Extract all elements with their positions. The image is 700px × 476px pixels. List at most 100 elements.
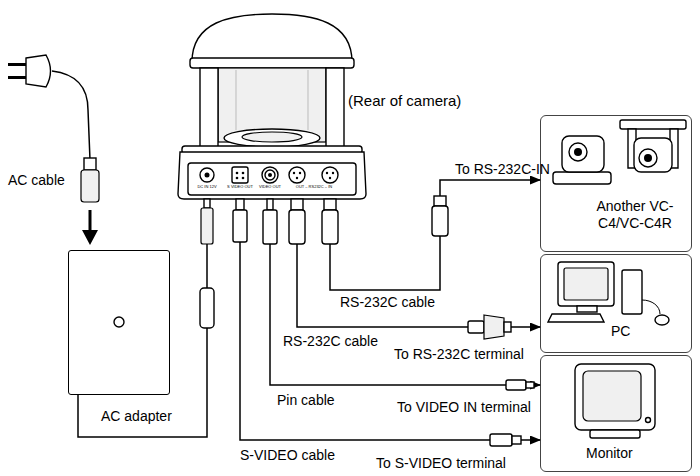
node-label: Monitor <box>586 445 676 462</box>
ac-adapter-box: AC adapter <box>68 250 170 395</box>
camera-base <box>553 172 611 184</box>
camera-lens <box>644 154 652 162</box>
port-name: OUT – RS232C – IN <box>286 185 342 189</box>
port-name: DC IN 12V <box>187 185 227 189</box>
cable-label: S-VIDEO cable <box>240 447 350 464</box>
db9-plug <box>504 322 511 332</box>
connection-note: To RS-232C terminal <box>394 346 539 363</box>
din-plug <box>324 199 336 210</box>
cable-connector <box>78 199 207 437</box>
svideo-plug <box>233 210 247 242</box>
device-box: Another VC-C4/VC-C4R <box>540 115 692 252</box>
db9-plug <box>484 315 504 339</box>
ac-cord <box>52 71 90 160</box>
port-name: S VIDEO OUT <box>220 185 260 189</box>
dc-plug <box>201 208 213 244</box>
rs232-port <box>322 167 338 183</box>
ac-plug <box>26 55 51 87</box>
rs232-port <box>289 167 305 183</box>
camera-lens <box>639 149 657 167</box>
pc-monitor <box>558 262 614 306</box>
cable-name: AC cable <box>8 172 78 189</box>
rca-plug <box>526 382 534 388</box>
mouse-cord <box>642 300 660 314</box>
camera-shade <box>308 70 309 130</box>
camera-dome <box>192 14 352 62</box>
rca-plug <box>267 199 273 210</box>
node-label: Another VC-C4/VC-C4R <box>579 198 691 232</box>
ac-connector <box>81 170 99 202</box>
camera-base <box>178 152 366 199</box>
camera-rim <box>190 58 354 68</box>
pc-illustration <box>548 262 669 325</box>
crt-knob <box>646 418 651 423</box>
rs232-port <box>299 172 301 174</box>
rs232-port <box>329 177 331 179</box>
rs232-port <box>293 172 295 174</box>
monitor-illustration <box>575 364 655 438</box>
pc-screen <box>564 268 608 300</box>
svideo-port <box>236 177 239 180</box>
camera-illustration <box>178 14 366 199</box>
svideo-port <box>232 167 248 183</box>
crt-case <box>575 364 655 430</box>
connection-note: To RS-232C-IN <box>455 161 575 178</box>
camera-shade <box>236 70 237 130</box>
crt-base <box>590 430 640 438</box>
ac-cable-illustration <box>8 55 124 327</box>
camera-pillar <box>326 68 344 150</box>
connection-note: To S-VIDEO terminal <box>376 455 526 472</box>
camera-lens <box>569 143 587 161</box>
node-label: PC <box>611 323 651 340</box>
din-plug <box>291 199 303 210</box>
camera-mount <box>620 120 686 129</box>
camera-body <box>562 136 604 172</box>
cable-label: RS-232C cable <box>340 294 450 311</box>
camera-lens <box>574 148 582 156</box>
adapter-indicator <box>114 317 124 327</box>
camera-node: (Rear of camera) <box>178 12 368 199</box>
video-port <box>262 167 278 183</box>
plug-prong <box>8 76 26 79</box>
video-port <box>265 170 275 180</box>
camera-turntable <box>224 129 320 147</box>
node-label: (Rear of camera) <box>348 92 518 110</box>
svideo-plug <box>236 199 244 210</box>
dc-port <box>200 168 214 182</box>
rs232-port <box>326 172 328 174</box>
camera-pillar <box>200 68 218 150</box>
other-camera-illustration <box>553 120 686 184</box>
cable-label: RS-232C cable <box>283 333 393 350</box>
node-label: AC adapter <box>101 408 211 425</box>
dc-plug <box>204 199 210 208</box>
rca-plug <box>263 210 277 244</box>
port-panel <box>188 163 356 195</box>
plug-prong <box>8 63 26 66</box>
svideo-port <box>242 172 245 175</box>
crt-screen <box>583 371 641 421</box>
cable-connector <box>270 199 540 385</box>
din-plug <box>432 206 448 236</box>
din-plug <box>289 210 305 244</box>
pc-stand <box>577 306 597 312</box>
device-box: PC <box>540 254 692 353</box>
pc-tower <box>622 270 642 314</box>
rs232-port <box>332 172 334 174</box>
ac-connector <box>84 158 96 170</box>
connection-note: To VIDEO IN terminal <box>397 399 542 416</box>
port-name: VIDEO OUT <box>250 185 290 189</box>
insert-arrow <box>82 230 98 245</box>
svideo-plug <box>512 436 521 444</box>
cable-connector <box>330 180 540 290</box>
cable-connector <box>297 199 540 327</box>
svideo-port <box>236 172 239 175</box>
video-port <box>268 173 272 177</box>
pc-keyboard <box>548 314 604 322</box>
cable-label: Pin cable <box>277 392 367 409</box>
device-box: Monitor <box>540 355 692 472</box>
db9-plug <box>468 321 484 333</box>
dc-port <box>205 173 210 178</box>
